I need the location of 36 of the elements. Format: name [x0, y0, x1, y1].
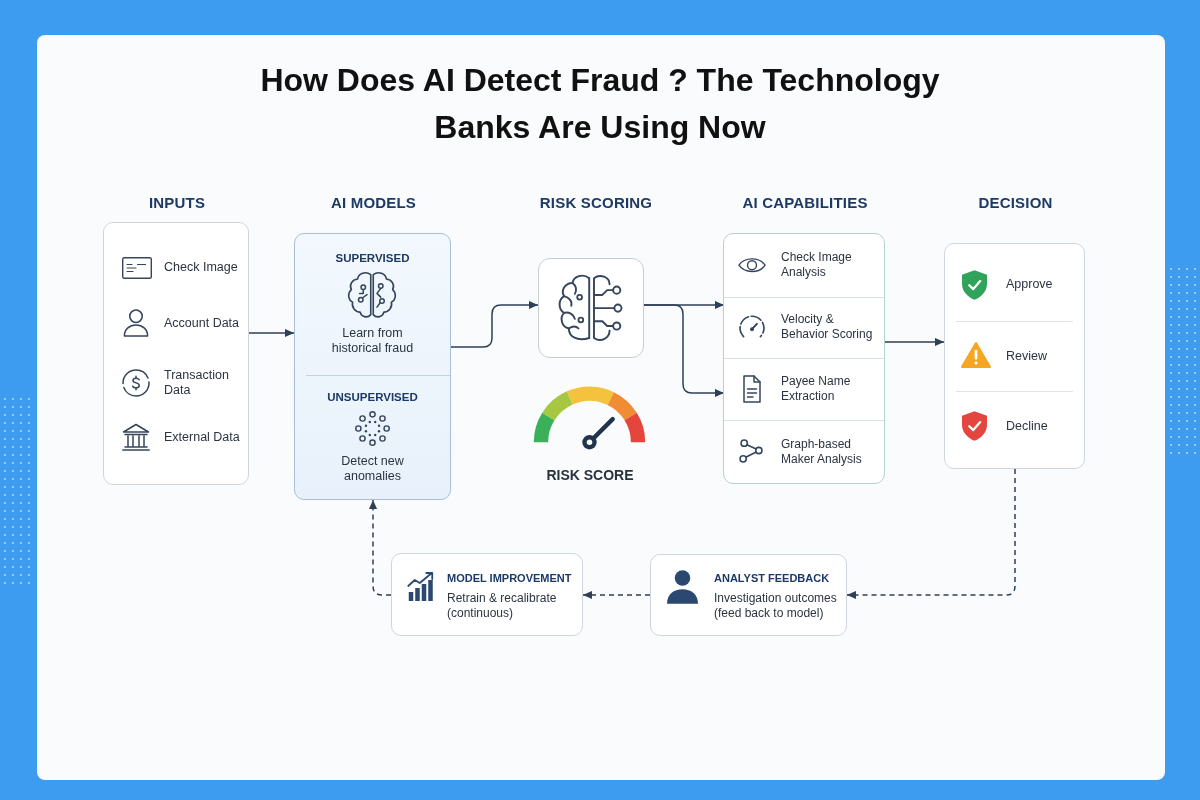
arrow	[884, 337, 945, 347]
row-label: Velocity & Behavior Scoring	[781, 312, 874, 342]
section-text: Learn from historical fraud	[331, 326, 414, 356]
gauge-label: RISK SCORE	[545, 467, 635, 484]
process-box	[650, 554, 847, 636]
row-label: Payee Name Extraction	[781, 374, 852, 404]
section-text: Detect new anomalies	[340, 454, 405, 484]
section-heading: SUPERVISED	[335, 251, 410, 265]
row-label: Graph-based Maker Analysis	[781, 437, 863, 467]
item-label: External Data	[164, 430, 241, 445]
arrow	[643, 304, 725, 398]
column-heading: INPUTS	[148, 194, 206, 212]
box-text: Retrain & recalibrate (continuous)	[447, 591, 558, 621]
row-label: Check Image Analysis	[781, 250, 853, 280]
section-heading: UNSUPERVISED	[326, 390, 419, 404]
column-heading: DECISION	[977, 194, 1054, 212]
diagram-title: How Does AI Detect Fraud ? The Technology Banks Are Using Now	[259, 61, 941, 147]
box-heading: ANALYST FEEDBACK	[714, 571, 831, 585]
box-heading: MODEL IMPROVEMENT	[447, 571, 573, 585]
column-heading: RISK SCORING	[539, 194, 653, 212]
row-label: Decline	[1006, 418, 1049, 434]
row-label: Review	[1006, 348, 1048, 364]
dashed-arrow	[368, 499, 392, 596]
dashed-arrow	[846, 468, 1016, 600]
row-label: Approve	[1006, 277, 1054, 292]
column-heading: AI MODELS	[330, 194, 417, 212]
item-label: Account Data	[164, 316, 241, 331]
item-label: Transaction Data	[164, 368, 230, 398]
box-text: Investigation outcomes (feed back to model)	[714, 591, 838, 621]
dashed-arrow	[582, 590, 651, 600]
item-label: Check Image	[164, 260, 239, 275]
arrow	[248, 328, 295, 338]
process-box	[538, 258, 644, 358]
column-heading: AI CAPABILITIES	[741, 194, 869, 212]
arrow	[449, 300, 539, 348]
process-box	[391, 553, 583, 636]
